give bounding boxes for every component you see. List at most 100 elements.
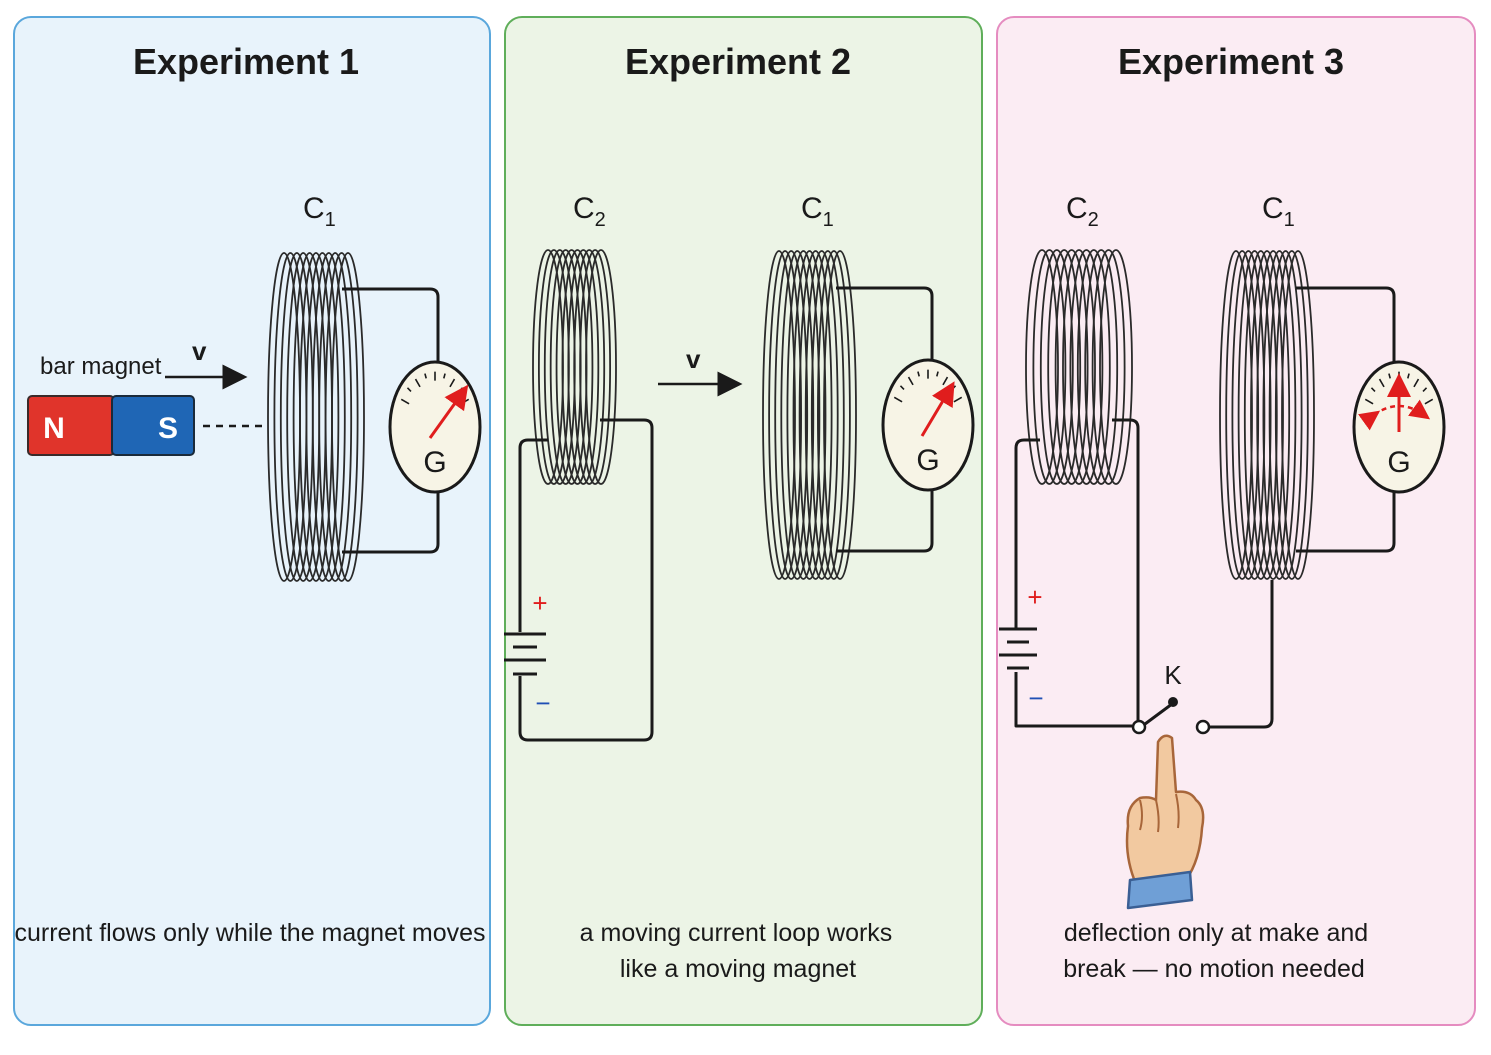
key-wire-to-c1	[1263, 580, 1274, 729]
coil-turn	[804, 250, 839, 580]
coil-turn	[299, 252, 333, 582]
coil-turn	[318, 252, 353, 582]
scale-tick	[953, 396, 963, 403]
coil-turn	[1062, 249, 1096, 485]
scale-tick	[406, 387, 412, 392]
coil-turn	[1262, 250, 1297, 580]
scale-tick	[907, 376, 914, 386]
coil-turn	[1084, 249, 1119, 485]
coil-turn	[1091, 249, 1126, 485]
coil-turn	[1039, 249, 1074, 485]
coil-turn	[585, 249, 617, 485]
battery-minus: −	[535, 688, 550, 718]
coil-turn	[1032, 249, 1067, 485]
coil-turn	[786, 250, 821, 580]
experiment-1-panel	[13, 16, 491, 1026]
needle-swing-arc	[1358, 399, 1431, 431]
scale-tick	[893, 396, 903, 403]
battery-plus: +	[1027, 582, 1042, 612]
coil-turn	[286, 252, 321, 582]
coil-c2	[1025, 249, 1133, 485]
coil-turn	[324, 252, 359, 582]
coil-turn	[267, 252, 301, 582]
experiment-2-caption-line-1: a moving current loop works	[580, 919, 893, 947]
coil-c1-label: C1	[801, 192, 834, 231]
coil-turn	[1047, 249, 1082, 485]
experiment-3-caption-line-1: deflection only at make and	[1064, 919, 1368, 947]
experiment-1-title: Experiment 1	[133, 41, 359, 82]
coil-turn	[567, 249, 600, 485]
coil-c1	[762, 250, 857, 580]
coil-c1-label: C1	[303, 192, 336, 231]
bar-magnet: N S	[27, 395, 195, 456]
scale-tick	[899, 385, 905, 390]
wire-top	[1296, 286, 1396, 362]
battery-3: + −	[999, 582, 1044, 713]
battery-2: + −	[504, 588, 551, 718]
key-label: K	[1164, 660, 1182, 690]
galvanometer-label: G	[423, 446, 446, 479]
coil-turn	[1025, 249, 1059, 485]
coil-turn	[1099, 249, 1133, 485]
wire-top	[836, 286, 934, 362]
wire-top	[342, 287, 440, 365]
wire-bottom	[1296, 490, 1396, 553]
galvanometer-1: G	[388, 360, 482, 494]
coil-c2-label: C2	[1066, 192, 1099, 231]
galvanometer-3: G	[1352, 360, 1446, 494]
coil-c1-label: C1	[1262, 192, 1295, 231]
coil-turn	[1237, 250, 1272, 580]
coil-turn	[331, 252, 365, 582]
coil-turn	[1281, 250, 1315, 580]
coil-turn	[1274, 250, 1309, 580]
velocity-label: v	[686, 344, 701, 374]
coil-turn	[543, 249, 576, 485]
coil-turn	[1219, 250, 1253, 580]
scale-tick	[414, 378, 421, 388]
coil-turn	[555, 249, 588, 485]
wire-bottom	[342, 490, 440, 554]
battery-plus: +	[532, 588, 547, 618]
scale-tick	[1413, 378, 1420, 388]
battery-wire-left	[518, 438, 548, 632]
scale-tick	[1370, 387, 1376, 392]
coil-turn	[273, 252, 308, 582]
coil-turn	[774, 250, 809, 580]
coil-turn	[762, 250, 796, 580]
experiment-1-caption: current flows only while the magnet move…	[14, 919, 485, 947]
coil-turn	[549, 249, 582, 485]
coil-turn	[1069, 249, 1104, 485]
coil-turn	[1076, 249, 1111, 485]
coil-turn	[1268, 250, 1303, 580]
scale-tick	[936, 371, 939, 377]
coil-turn	[792, 250, 827, 580]
key-switch[interactable]: K	[1131, 660, 1264, 735]
bar-magnet-label: bar magnet	[40, 353, 162, 380]
battery-wire-left	[1014, 438, 1040, 628]
needle	[428, 384, 469, 439]
coil-turn	[279, 252, 314, 582]
coil-turn	[561, 249, 594, 485]
galvanometer-label: G	[1387, 446, 1410, 479]
experiment-3-title: Experiment 3	[1118, 41, 1344, 82]
pointing-hand-icon	[1125, 734, 1205, 910]
coil-turn	[1054, 249, 1089, 485]
coil-turn	[532, 249, 564, 485]
coil-turn	[768, 250, 802, 580]
north-label: N	[43, 412, 65, 445]
coil-turn	[780, 250, 815, 580]
coil-turn	[1231, 250, 1266, 580]
battery-wire-bottom	[1014, 672, 1132, 728]
coil-turn	[1256, 250, 1291, 580]
scale-tick	[443, 373, 446, 379]
magnet-south-pole	[111, 395, 195, 456]
coil-c2	[532, 249, 617, 485]
scale-tick	[424, 373, 427, 379]
coil-turn	[579, 249, 612, 485]
coil-c2-label: C2	[573, 192, 606, 231]
coil-turn	[1225, 250, 1260, 580]
coil-turn	[1243, 250, 1278, 580]
south-label: S	[158, 412, 178, 445]
scale-tick	[400, 398, 410, 405]
